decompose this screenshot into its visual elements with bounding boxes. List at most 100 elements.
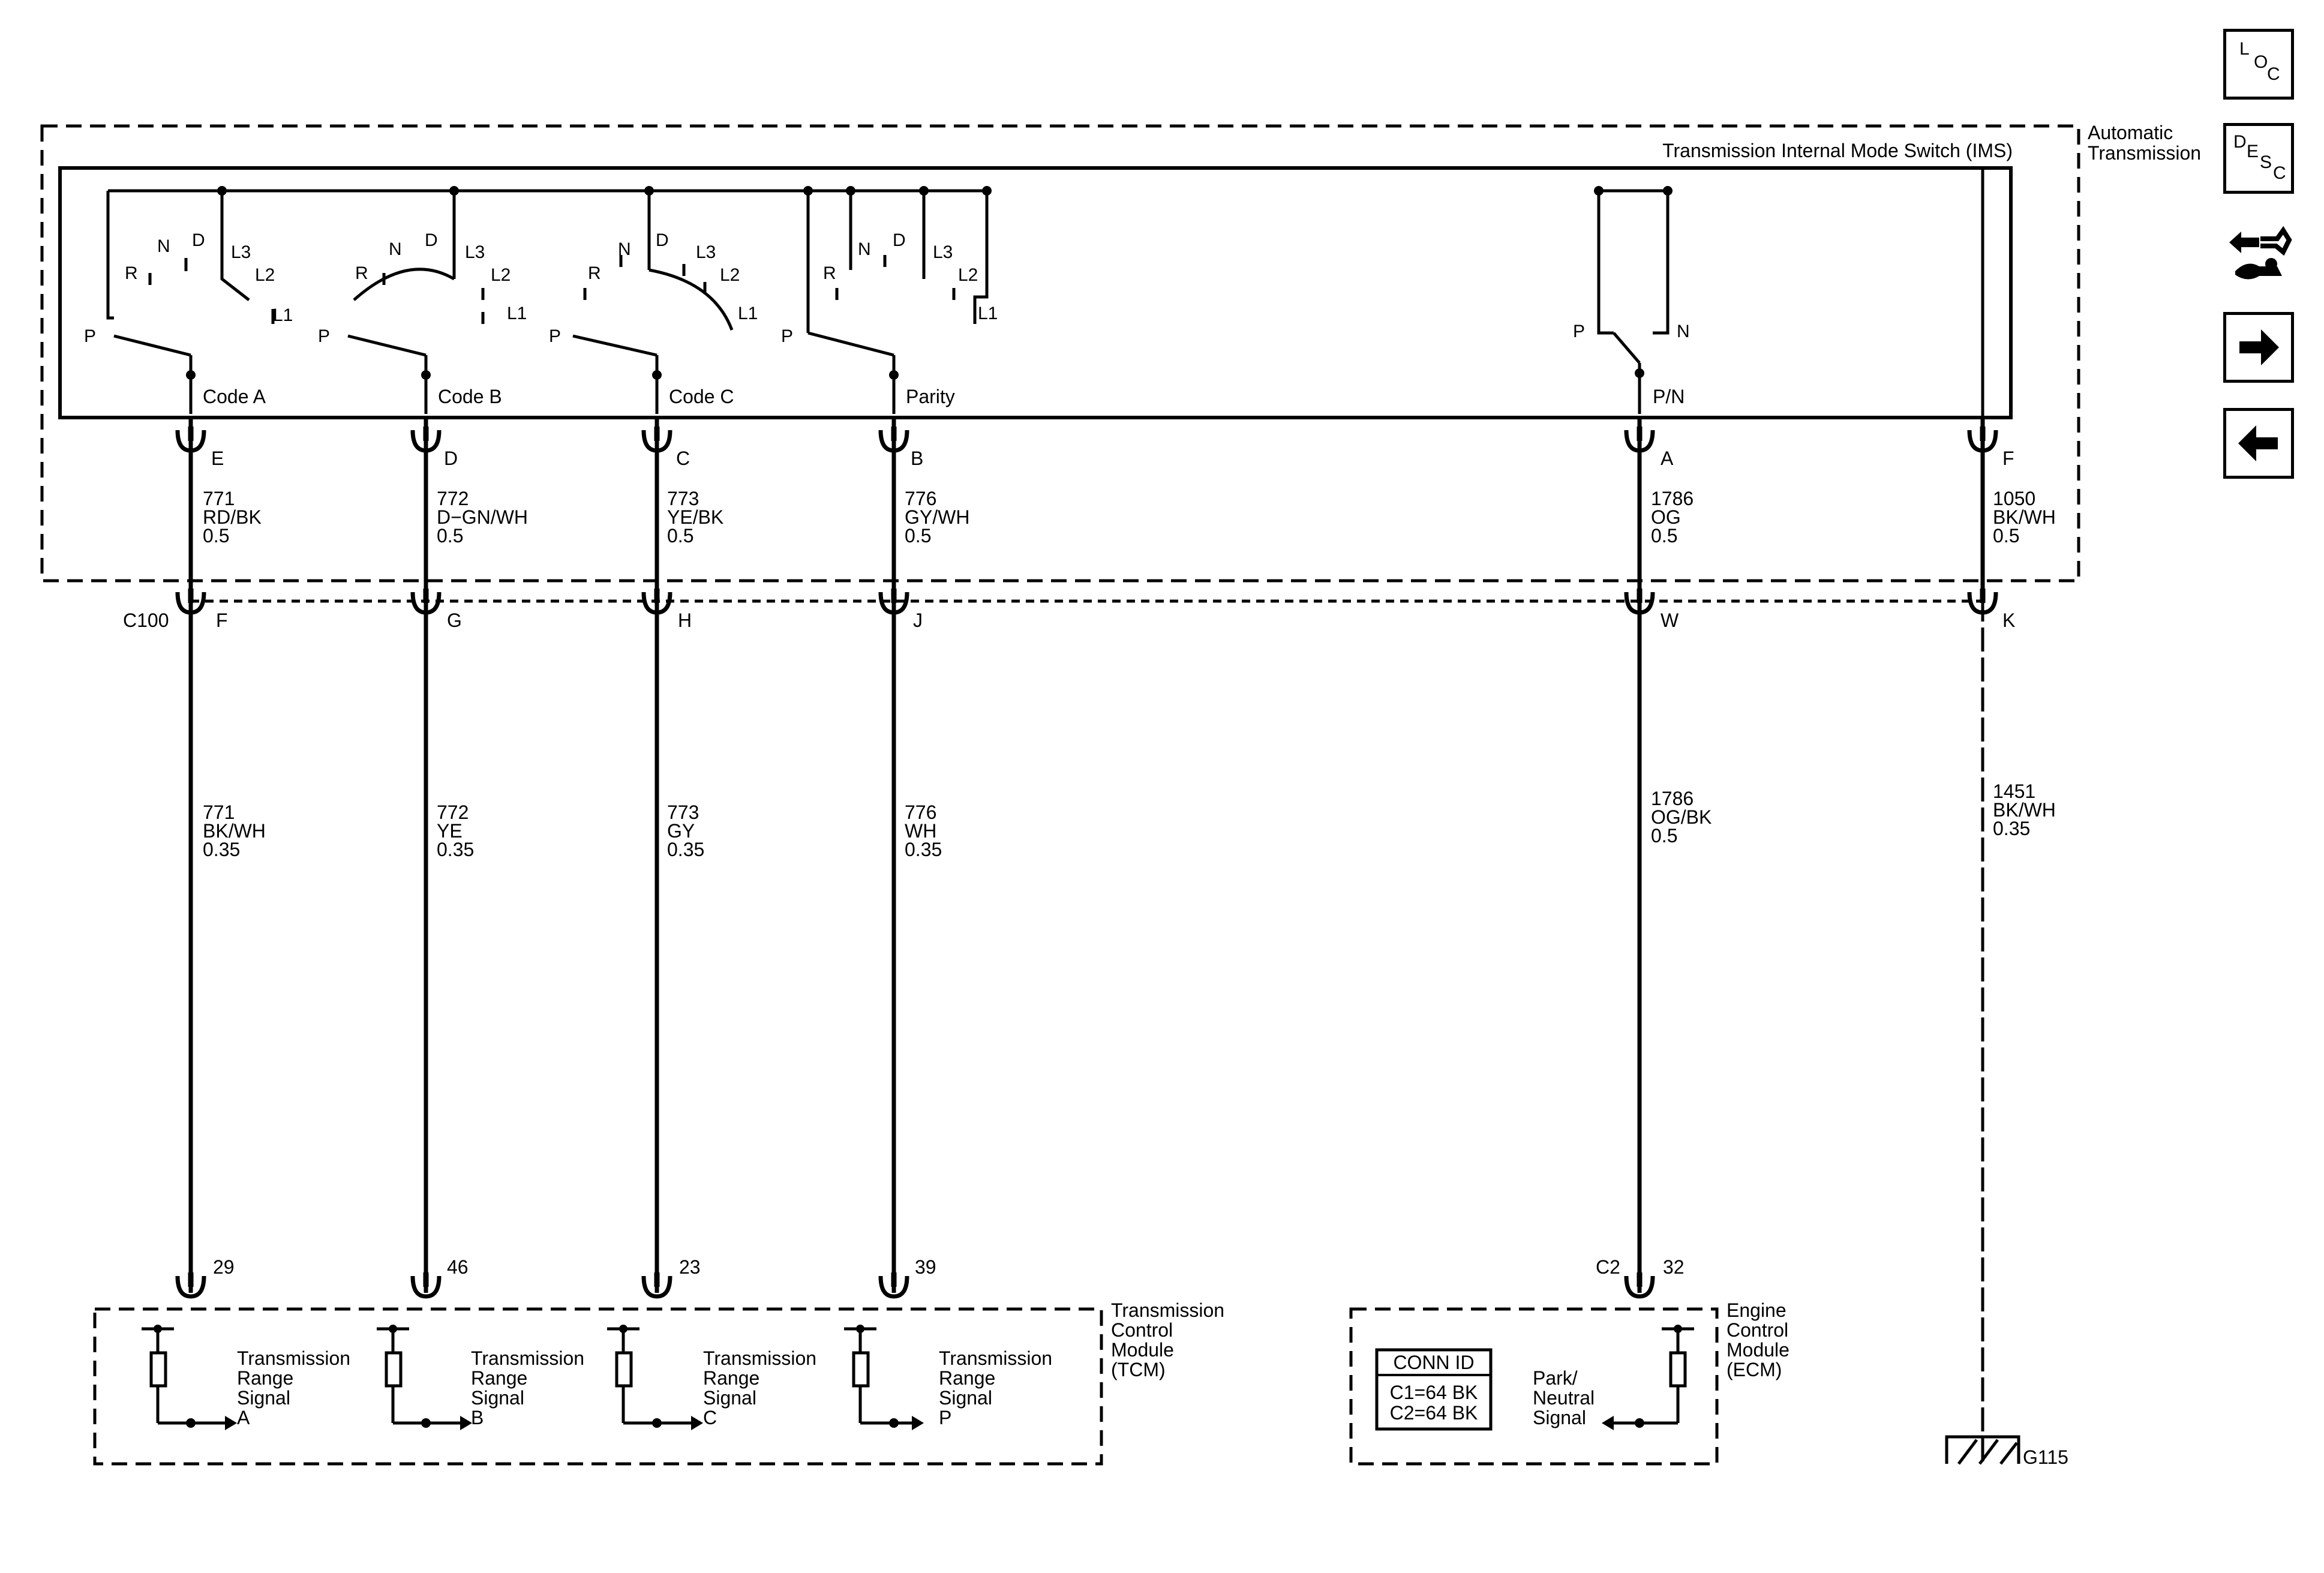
svg-text:773: 773 — [667, 488, 699, 509]
ecm-box — [1349, 1307, 1719, 1466]
svg-text:D−GN/WH: D−GN/WH — [437, 506, 528, 528]
svg-text:C2=64 BK: C2=64 BK — [1390, 1402, 1478, 1424]
svg-text:L1: L1 — [738, 304, 758, 323]
svg-text:46: 46 — [447, 1256, 469, 1278]
svg-text:B: B — [471, 1407, 484, 1428]
ims-box — [58, 166, 2013, 419]
svg-text:A: A — [237, 1407, 250, 1428]
svg-text:1786: 1786 — [1651, 788, 1694, 809]
svg-text:BK/WH: BK/WH — [1993, 506, 2056, 528]
svg-text:N: N — [858, 239, 871, 259]
ims-pin-f: F — [2002, 448, 2014, 469]
tcm-title: Transmission Control Module (TCM) — [1111, 1299, 1224, 1380]
output-code-c: Code C — [669, 386, 734, 407]
ims-pin-a: A — [1661, 448, 1674, 469]
arrow-left-icon — [2238, 425, 2278, 461]
svg-text:BK/WH: BK/WH — [1993, 799, 2056, 821]
svg-text:0.5: 0.5 — [1651, 825, 1677, 846]
svg-text:0.5: 0.5 — [1651, 525, 1677, 547]
ims-pin-c: C — [676, 448, 690, 469]
automatic-transmission-boundary — [40, 124, 2080, 583]
svg-text:772: 772 — [437, 801, 469, 823]
svg-text:Control: Control — [1111, 1319, 1173, 1341]
svg-text:F: F — [216, 610, 228, 631]
svg-text:D: D — [425, 230, 438, 250]
svg-text:YE: YE — [437, 820, 463, 842]
loc-button[interactable]: L O C — [2223, 29, 2294, 100]
svg-text:Range: Range — [939, 1367, 995, 1389]
svg-text:L3: L3 — [696, 242, 716, 262]
svg-text:YE/BK: YE/BK — [667, 506, 723, 528]
ground-label: G115 — [2023, 1446, 2068, 1468]
svg-text:Control: Control — [1727, 1319, 1788, 1341]
svg-text:776: 776 — [905, 488, 936, 509]
svg-text:L3: L3 — [933, 242, 953, 262]
svg-text:C: C — [703, 1407, 717, 1428]
arrow-right-icon — [2239, 329, 2279, 365]
svg-text:0.35: 0.35 — [203, 839, 240, 860]
svg-text:L1: L1 — [273, 305, 293, 325]
svg-text:Module: Module — [1111, 1339, 1174, 1361]
svg-text:Transmission: Transmission — [237, 1347, 350, 1369]
tcm-box — [93, 1307, 1103, 1466]
arrow-right-button[interactable] — [2223, 312, 2294, 383]
automatic-label-2: Transmission — [2088, 142, 2201, 164]
ims-pin-b: B — [911, 448, 923, 469]
svg-text:L1: L1 — [978, 304, 998, 323]
svg-text:CONN ID: CONN ID — [1393, 1352, 1474, 1373]
automatic-label-1: Automatic — [2088, 122, 2173, 143]
svg-text:N: N — [157, 236, 170, 256]
svg-text:L2: L2 — [491, 265, 511, 285]
svg-text:0.35: 0.35 — [437, 839, 474, 860]
desc-button[interactable]: D E S C — [2223, 123, 2294, 194]
svg-text:BK/WH: BK/WH — [203, 820, 266, 842]
svg-text:Module: Module — [1727, 1339, 1789, 1361]
svg-text:R: R — [588, 263, 601, 283]
svg-text:J: J — [913, 610, 923, 631]
svg-text:32: 32 — [1663, 1256, 1685, 1278]
svg-text:Signal: Signal — [237, 1387, 290, 1409]
svg-text:0.5: 0.5 — [1993, 525, 2019, 547]
svg-text:RD/BK: RD/BK — [203, 506, 262, 528]
svg-text:0.5: 0.5 — [437, 525, 463, 547]
svg-text:0.35: 0.35 — [667, 839, 704, 860]
svg-text:P: P — [781, 326, 793, 346]
svg-text:Range: Range — [237, 1367, 293, 1389]
svg-text:P: P — [318, 326, 330, 346]
ground-g115-icon — [1945, 1435, 2020, 1465]
ims-title: Transmission Internal Mode Switch (IMS) — [1662, 140, 2013, 161]
ecm-title: Engine Control Module (ECM) — [1727, 1299, 1789, 1380]
svg-text:D: D — [656, 230, 669, 250]
svg-text:L2: L2 — [720, 265, 740, 285]
svg-text:L3: L3 — [465, 242, 485, 262]
svg-text:29: 29 — [213, 1256, 235, 1278]
svg-text:1786: 1786 — [1651, 488, 1694, 509]
svg-text:1050: 1050 — [1993, 488, 2035, 509]
svg-text:OG/BK: OG/BK — [1651, 806, 1712, 828]
ims-pin-d: D — [444, 448, 458, 469]
svg-text:Range: Range — [703, 1367, 759, 1389]
svg-text:773: 773 — [667, 801, 699, 823]
svg-text:H: H — [678, 610, 692, 631]
output-code-a: Code A — [203, 386, 266, 407]
svg-text:OG: OG — [1651, 506, 1681, 528]
svg-text:L3: L3 — [231, 242, 251, 262]
svg-text:GY/WH: GY/WH — [905, 506, 969, 528]
svg-text:WH: WH — [905, 820, 936, 842]
output-pn: P/N — [1653, 386, 1685, 407]
connector-c100-label: C100 — [123, 610, 169, 631]
svg-text:Engine: Engine — [1727, 1299, 1786, 1321]
svg-text:776: 776 — [905, 801, 936, 823]
output-code-b: Code B — [438, 386, 502, 407]
svg-text:Neutral: Neutral — [1533, 1387, 1595, 1409]
arrow-left-button[interactable] — [2223, 408, 2294, 479]
svg-text:N: N — [389, 239, 402, 259]
svg-text:Park/: Park/ — [1533, 1367, 1578, 1389]
svg-text:GY: GY — [667, 820, 695, 842]
switch-parity — [806, 191, 989, 414]
svg-text:Transmission: Transmission — [703, 1347, 816, 1369]
connector-swap-icon[interactable] — [2223, 217, 2294, 288]
conn-id-box: CONN ID C1=64 BK C2=64 BK — [1375, 1348, 1493, 1431]
svg-text:771: 771 — [203, 488, 235, 509]
output-parity: Parity — [906, 386, 955, 407]
